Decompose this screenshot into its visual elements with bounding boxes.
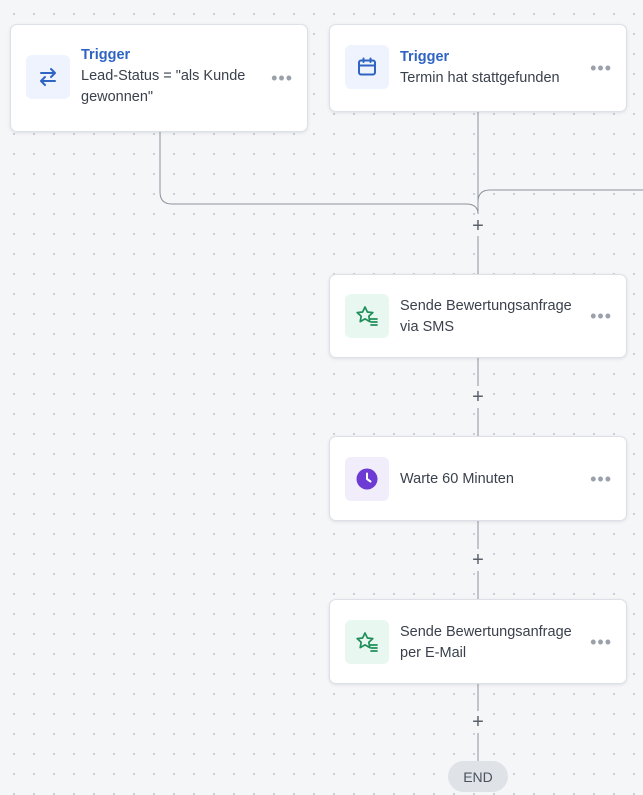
step-card-email-review[interactable]: Sende Bewertungsanfrage per E-Mail ••• [329, 599, 627, 684]
star-list-icon [345, 294, 389, 338]
clock-icon [345, 457, 389, 501]
more-options-icon[interactable]: ••• [590, 468, 612, 489]
step-description: Sende Bewertungsanfrage per E-Mail [400, 624, 572, 661]
trigger-title: Trigger [81, 47, 131, 63]
trigger-title: Trigger [400, 49, 450, 65]
end-node: END [448, 761, 508, 792]
add-step-button[interactable]: + [468, 712, 488, 732]
more-options-icon[interactable]: ••• [271, 68, 293, 88]
step-card-sms-review[interactable]: Sende Bewertungsanfrage via SMS ••• [329, 274, 627, 358]
step-card-wait[interactable]: Warte 60 Minuten ••• [329, 436, 627, 521]
more-options-icon[interactable]: ••• [590, 58, 612, 78]
trigger-description: Termin hat stattgefunden [400, 70, 560, 86]
step-description: Sende Bewertungsanfrage via SMS [400, 298, 572, 335]
trigger-card-appointment[interactable]: Trigger Termin hat stattgefunden ••• [329, 24, 627, 112]
more-options-icon[interactable]: ••• [590, 631, 612, 652]
calendar-icon [345, 45, 389, 89]
connector-offscreen-trigger [477, 189, 643, 203]
trigger-description: Lead-Status = "als Kunde gewonnen" [81, 68, 246, 105]
star-list-icon [345, 620, 389, 664]
add-step-button[interactable]: + [468, 216, 488, 236]
step-description: Warte 60 Minuten [400, 471, 514, 487]
add-step-button[interactable]: + [468, 550, 488, 570]
add-step-button[interactable]: + [468, 387, 488, 407]
arrows-swap-icon [26, 55, 70, 99]
connector-trigger1 [159, 132, 479, 215]
more-options-icon[interactable]: ••• [590, 306, 612, 326]
trigger-card-lead-status[interactable]: Trigger Lead-Status = "als Kunde gewonne… [10, 24, 308, 132]
